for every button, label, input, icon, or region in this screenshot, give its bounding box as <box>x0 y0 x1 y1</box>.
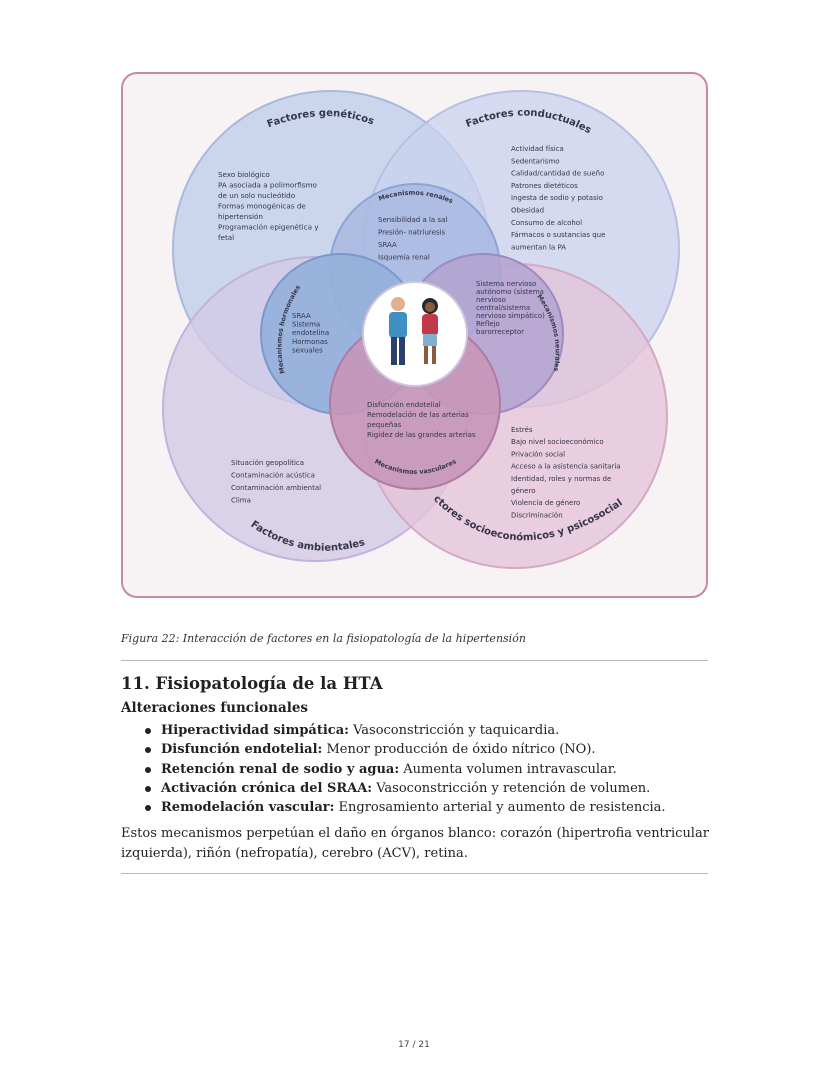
venn-item: Hormonas <box>292 338 328 346</box>
venn-item: nervioso simpático) <box>476 312 545 320</box>
venn-item: Contaminación ambiental <box>231 484 321 492</box>
venn-item: Identidad, roles y normas de <box>511 475 611 483</box>
center-people-circle <box>362 281 468 387</box>
venn-item: endotelina <box>292 329 329 337</box>
venn-item: Contaminación acústica <box>231 472 315 480</box>
venn-item: Sistema nervioso <box>476 280 536 288</box>
venn-item: barorreceptor <box>476 328 524 336</box>
venn-item: Calidad/cantidad de sueño <box>511 170 604 178</box>
venn-item: Programación epigenética y <box>218 223 319 232</box>
summary-paragraph: Estos mecanismos perpetúan el daño en ór… <box>121 826 709 861</box>
list-conductuales: Actividad físicaSedentarismoCalidad/cant… <box>511 145 605 251</box>
venn-item: Estrés <box>511 426 533 434</box>
venn-item: Fármacos o sustancias que <box>511 231 605 239</box>
venn-item: Discriminación <box>511 511 563 519</box>
divider-bottom <box>121 873 708 874</box>
venn-item: Acceso a la asistencia sanitaria <box>511 463 621 471</box>
venn-item: Formas monogénicas de <box>218 202 306 211</box>
venn-item: Sexo biológico <box>218 170 270 179</box>
list-geneticos: Sexo biológico PA asociada a polimorfismo… <box>218 170 319 242</box>
venn-item: Patrones dietéticos <box>511 182 578 190</box>
list-item: Activación crónica del SRAA: Vasoconstri… <box>145 779 666 798</box>
venn-item: pequeñas <box>367 421 402 429</box>
venn-item: Actividad física <box>511 145 564 153</box>
venn-item: género <box>511 487 536 495</box>
people-illustration-icon <box>389 297 438 365</box>
divider-top <box>121 660 708 661</box>
list-item: Remodelación vascular: Engrosamiento art… <box>145 798 666 817</box>
venn-item: Situación geopolítica <box>231 459 304 467</box>
venn-item: Violencia de género <box>511 499 580 507</box>
venn-item: central/sistema <box>476 304 530 312</box>
venn-item: SRAA <box>378 241 397 249</box>
figure-frame: Factores genéticos Factores conductuales… <box>121 72 708 598</box>
venn-item: Obesidad <box>511 207 544 215</box>
venn-item: PA asociada a polimorfismo <box>218 181 317 190</box>
venn-item: sexuales <box>292 346 323 354</box>
figure-caption: Figura 22: Interacción de factores en la… <box>121 632 526 645</box>
venn-item: Disfunción endotelial <box>367 401 441 409</box>
venn-item: hipertensión <box>218 212 263 221</box>
section-title: 11. Fisiopatología de la HTA <box>121 674 383 693</box>
venn-item: Sedentarismo <box>511 157 560 165</box>
venn-item: autónomo (sistema <box>476 288 544 296</box>
venn-item: Consumo de alcohol <box>511 219 582 227</box>
functional-alterations-list: Hiperactividad simpática: Vasoconstricci… <box>145 721 666 817</box>
venn-item: de un solo nucleótido <box>218 191 295 200</box>
section-subtitle: Alteraciones funcionales <box>121 700 309 716</box>
venn-item: fetal <box>218 233 234 242</box>
venn-item: Clima <box>231 497 251 505</box>
venn-item: Isquemia renal <box>378 254 430 262</box>
venn-item: Rigidez de las grandes arterias <box>367 431 476 439</box>
venn-item: aumentan la PA <box>511 243 566 251</box>
venn-item: nervioso <box>476 296 506 304</box>
list-item: Hiperactividad simpática: Vasoconstricci… <box>145 721 666 740</box>
venn-item: Privación social <box>511 450 565 458</box>
venn-diagram: Factores genéticos Factores conductuales… <box>123 74 680 569</box>
venn-item: Bajo nivel socioeconómico <box>511 438 604 446</box>
venn-item: SRAA <box>292 312 311 320</box>
list-item: Retención renal de sodio y agua: Aumenta… <box>145 760 666 779</box>
venn-item: Presión- natriuresis <box>378 229 446 237</box>
venn-item: Ingesta de sodio y potasio <box>511 194 603 202</box>
venn-item: Reflejo <box>476 320 500 328</box>
venn-item: Sistema <box>292 321 320 329</box>
venn-item: Remodelación de las arterias <box>367 411 469 419</box>
list-item: Disfunción endotelial: Menor producción … <box>145 740 666 759</box>
page-number: 17 / 21 <box>398 1040 430 1050</box>
venn-item: Sensibilidad a la sal <box>378 216 447 224</box>
